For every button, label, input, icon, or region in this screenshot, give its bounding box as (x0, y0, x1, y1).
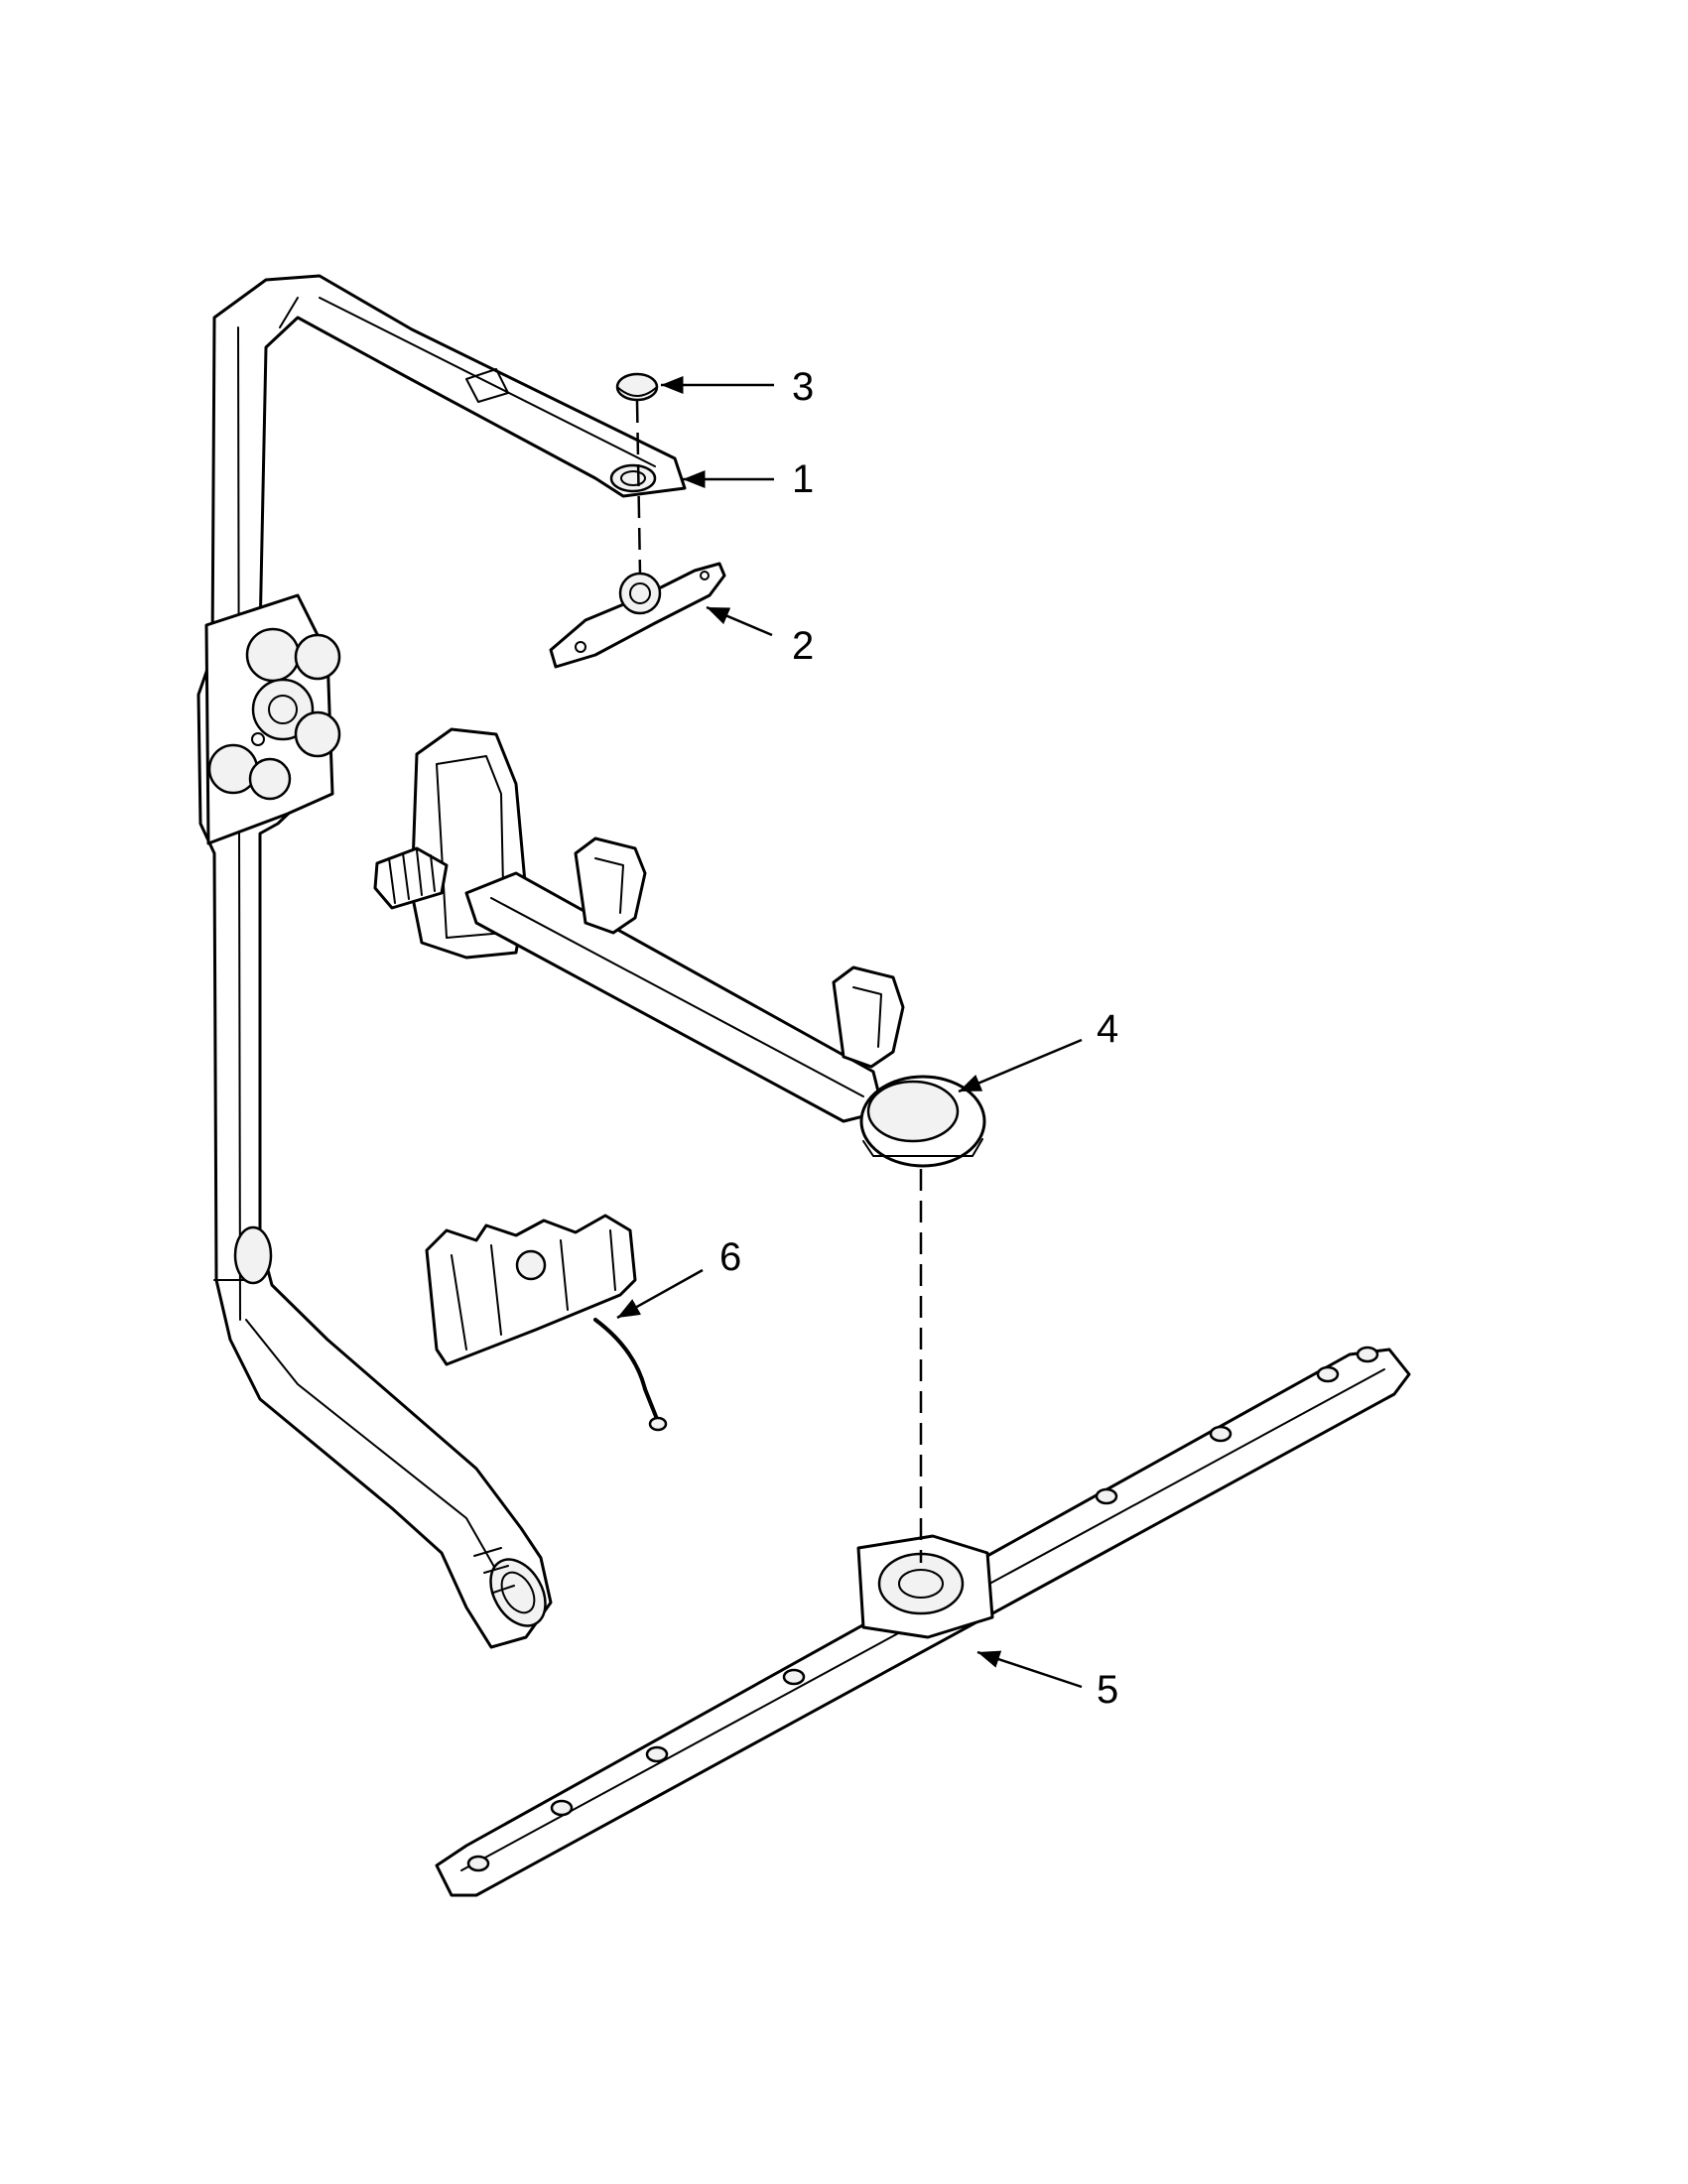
part-5-lower-spray-arm (435, 1346, 1411, 1897)
part-6-bracket (425, 1214, 668, 1432)
alignment-line-upper (635, 400, 642, 575)
callout-6: 6 (719, 1235, 741, 1279)
callout-3: 3 (792, 365, 814, 409)
part-2-upper-spray-arm (549, 562, 726, 669)
hub-hole (609, 463, 657, 493)
callout-1: 1 (792, 457, 814, 501)
leader-line-6 (616, 1268, 704, 1320)
callout-4: 4 (1097, 1007, 1118, 1051)
leader-line-2 (706, 605, 773, 637)
leader-line-5 (976, 1650, 1083, 1689)
callout-2: 2 (792, 624, 814, 668)
callout-5: 5 (1097, 1668, 1118, 1712)
part-4-manifold (373, 727, 986, 1168)
port-hole (233, 1225, 273, 1285)
supply-tube (196, 274, 687, 1649)
leader-line-4 (958, 1038, 1083, 1093)
part-3-cap (615, 372, 659, 402)
